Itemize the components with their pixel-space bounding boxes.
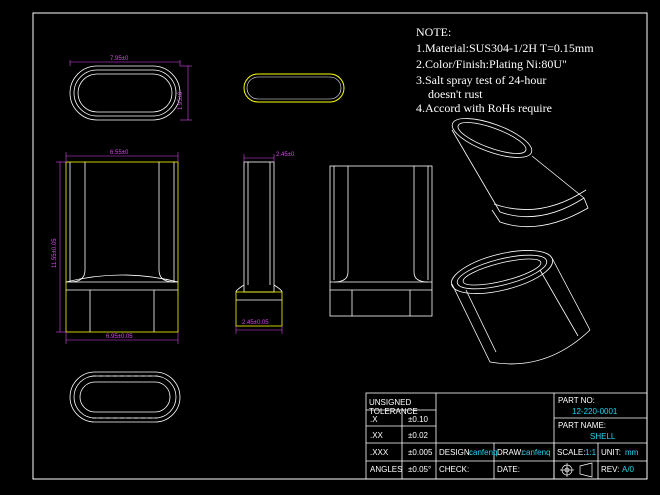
part-name-label: PART NAME: [558, 421, 607, 430]
front-view-dims [56, 152, 179, 344]
scale-label: SCALE: [557, 448, 586, 457]
title-block [365, 392, 648, 480]
tol-row-angles-label: ANGLES [370, 465, 403, 474]
note-line-1: 1.Material:SUS304-1/2H T=0.15mm [416, 41, 594, 55]
dim-top-width: 7.95±0 [110, 56, 129, 62]
side-view-dims [235, 154, 283, 334]
dim-front-height: 11.55±0.05 [52, 238, 58, 268]
tol-row-xxx-value: ±0.005 [408, 448, 433, 457]
check-label: CHECK: [439, 465, 470, 474]
iso-view-1 [451, 118, 589, 228]
tol-row-xx-value: ±0.02 [408, 431, 428, 440]
part-name-value: SHELL [590, 432, 616, 441]
design-value: canfenq [469, 448, 498, 457]
note-line-2: 2.Color/Finish:Plating Ni:80U" [416, 57, 567, 71]
tol-row-xxx-label: .XXX [370, 448, 389, 457]
tol-row-x-value: ±0.10 [408, 415, 428, 424]
dim-front-bottom-width: 6.95±0.05 [106, 334, 133, 340]
date-label: DATE: [497, 465, 520, 474]
side-view [235, 161, 283, 327]
iso-view-2 [450, 250, 591, 365]
part-no-label: PART NO: [558, 396, 595, 405]
part-no-value: 12-220-0001 [572, 407, 618, 416]
design-label: DESIGN: [439, 448, 472, 457]
top-view-dims [69, 60, 192, 121]
unit-label: UNIT: [601, 448, 621, 457]
dim-side-top: 2.45±0 [276, 152, 295, 158]
tol-row-xx-label: .XX [370, 431, 383, 440]
rev-value: A/0 [622, 465, 635, 474]
rev-label: REV: [601, 465, 620, 474]
drawing-border [32, 12, 648, 480]
tol-row-x-label: .X [370, 415, 378, 424]
note-line-3a: 3.Salt spray test of 24-hour [416, 73, 547, 87]
note-line-3b: doesn't rust [428, 87, 483, 101]
dim-side-bottom: 2.45±0.05 [242, 320, 269, 326]
draw-value: canfenq [522, 448, 551, 457]
slot-view-inner [246, 76, 342, 100]
note-title: NOTE: [416, 25, 452, 39]
projection-symbol [560, 462, 593, 478]
tol-row-angles-value: ±0.05° [408, 465, 432, 474]
front-view [65, 161, 179, 333]
draw-label: DRAW: [497, 448, 524, 457]
unsigned-tolerance-label: UNSIGNED TOLERANCE [369, 398, 418, 416]
scale-value: 1:1 [585, 448, 597, 457]
dim-front-inner-width: 6.55±0 [110, 150, 129, 156]
top-view [69, 65, 181, 121]
rear-view [329, 165, 433, 317]
unit-value: mm [625, 448, 639, 457]
slot-view [243, 73, 345, 103]
dim-top-height: 1.95±0 [178, 91, 184, 110]
bottom-view [69, 371, 181, 423]
note-line-4: 4.Accord with RoHs require [416, 101, 552, 115]
